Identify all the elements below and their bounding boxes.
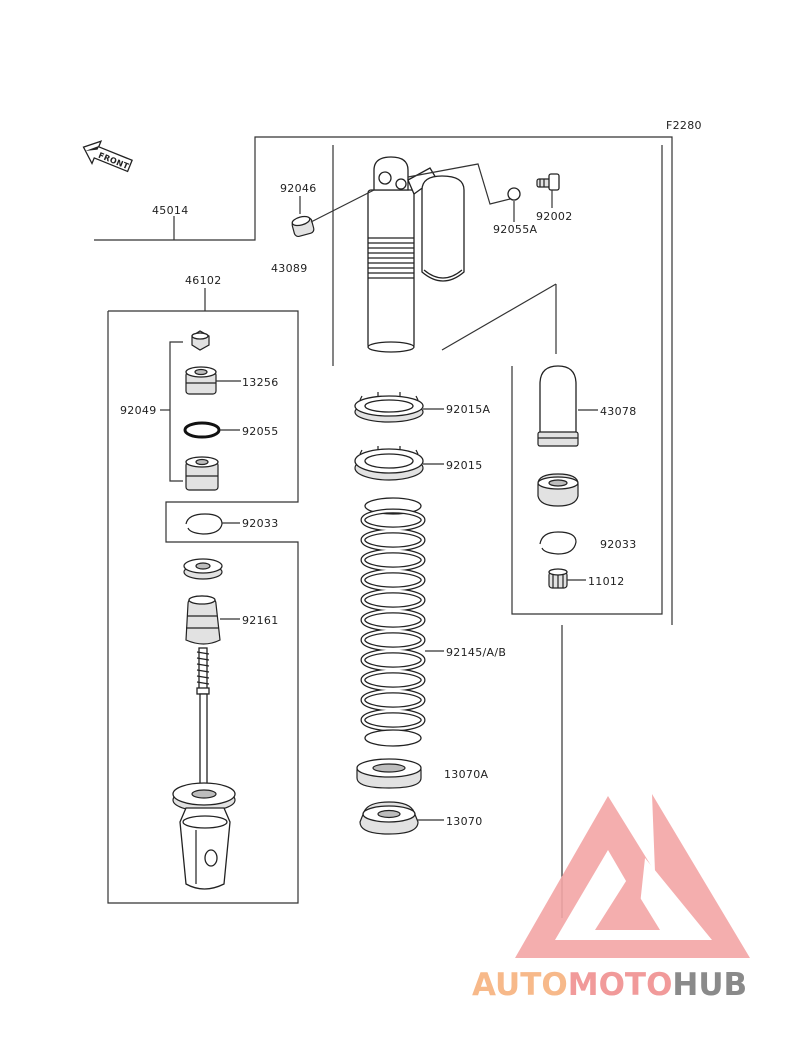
label-92002: 92002	[536, 210, 573, 223]
label-45014: 45014	[152, 204, 189, 217]
part-11012-valve	[548, 568, 568, 589]
part-92055-oring	[183, 421, 221, 439]
box-46102	[107, 310, 299, 904]
label-92145: 92145/A/B	[446, 646, 506, 659]
watermark-text: AUTOMOTOHUB	[472, 967, 747, 1003]
part-92161-bump-rubber	[185, 595, 221, 645]
body-frame-diagonal	[441, 283, 557, 351]
part-92145-spring	[360, 497, 426, 747]
front-arrow-icon: FRONT	[82, 140, 133, 173]
part-43078-bladder	[537, 365, 579, 447]
label-92033-right: 92033	[600, 538, 637, 551]
part-13070A-seat	[356, 758, 422, 789]
leader-92046-to-eye	[310, 189, 375, 223]
part-92033-right-circlip	[539, 531, 577, 555]
part-13256	[185, 366, 217, 395]
assembly-bracket-45014	[94, 136, 673, 625]
watermark-auto: AUTO	[472, 967, 568, 1003]
label-46102: 46102	[185, 274, 222, 287]
label-92049: 92049	[120, 404, 157, 417]
part-nut	[191, 330, 210, 351]
part-damper-rod	[196, 647, 210, 791]
box-reservoir-parts	[511, 366, 663, 615]
part-lower-clevis	[172, 782, 236, 890]
label-11012: 11012	[588, 575, 625, 588]
label-92055: 92055	[242, 425, 279, 438]
label-92033-left: 92033	[242, 517, 279, 530]
figure-code: F2280	[666, 119, 702, 132]
label-92015A: 92015A	[446, 403, 490, 416]
watermark-logo-icon	[515, 794, 750, 958]
part-92015A-locknut	[354, 392, 424, 423]
label-92055A: 92055A	[493, 223, 537, 236]
watermark-hub: HUB	[672, 967, 747, 1003]
part-reservoir-cap	[537, 473, 579, 507]
part-92015-adjuster	[354, 446, 424, 481]
label-13256: 13256	[242, 376, 279, 389]
label-92015: 92015	[446, 459, 483, 472]
part-seal-holder	[185, 456, 219, 491]
part-92033-left-circlip	[185, 513, 223, 535]
label-13070A: 13070A	[444, 768, 488, 781]
part-92046-collar	[291, 215, 315, 238]
label-43078: 43078	[600, 405, 637, 418]
label-92161: 92161	[242, 614, 279, 627]
label-43089: 43089	[271, 262, 308, 275]
part-92002-bolt	[536, 173, 560, 191]
leader-92055A-line	[407, 163, 511, 205]
part-92055A-oring	[507, 187, 521, 201]
watermark-moto: MOTO	[568, 967, 673, 1003]
label-13070: 13070	[446, 815, 483, 828]
part-washer	[183, 558, 223, 580]
label-92046: 92046	[280, 182, 317, 195]
shock-body-43089	[367, 156, 465, 353]
part-13070-seat	[359, 801, 419, 835]
svg-text:AUTOMOTOHUB: AUTOMOTOHUB	[472, 967, 747, 1003]
bracket-92049	[169, 341, 183, 482]
